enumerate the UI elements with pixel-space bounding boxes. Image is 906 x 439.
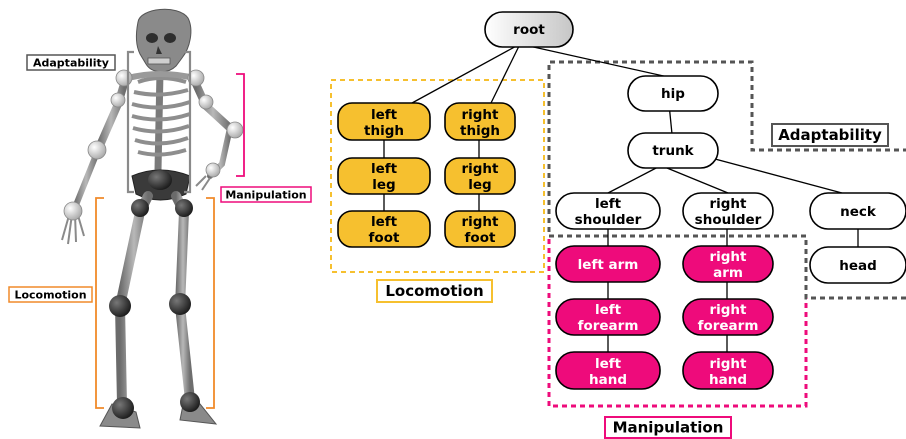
manipulation-tag-label: Manipulation	[225, 189, 306, 202]
node-right-arm-label-1: right	[709, 249, 747, 265]
node-right-arm: right arm	[682, 245, 774, 283]
manipulation-bracket	[236, 73, 245, 177]
node-right-forearm: right forearm	[682, 298, 774, 336]
locomotion-region	[330, 79, 545, 273]
node-left-arm-label: left arm	[578, 257, 639, 273]
node-root: root	[484, 11, 574, 48]
node-right-foot-label-2: foot	[465, 230, 496, 246]
node-left-foot-label-1: left	[371, 214, 398, 230]
node-right-shoulder-label-1: right	[709, 196, 747, 212]
node-left-shoulder-label-1: left	[595, 196, 622, 212]
node-left-leg-label-2: leg	[372, 177, 395, 193]
node-left-leg-label-1: left	[371, 161, 398, 177]
node-left-arm: left arm	[555, 245, 661, 283]
node-right-foot-label-1: right	[461, 214, 499, 230]
ribcage	[131, 76, 191, 157]
node-neck: neck	[809, 192, 906, 230]
node-right-arm-label-2: arm	[713, 265, 743, 281]
node-left-forearm-label-2: forearm	[578, 318, 639, 334]
adaptability-region	[547, 60, 906, 300]
node-head-label: head	[839, 258, 877, 274]
manipulation-group-label: Manipulation	[604, 416, 732, 439]
locomotion-bracket	[95, 197, 215, 409]
node-left-thigh-label-2: thigh	[364, 123, 404, 139]
node-right-forearm-label-1: right	[709, 302, 747, 318]
node-hip-label: hip	[661, 86, 685, 102]
node-right-forearm-label-2: forearm	[698, 318, 759, 334]
manipulation-tag: Manipulation	[220, 186, 312, 203]
locomotion-group-label: Locomotion	[376, 279, 493, 303]
node-left-hand: left hand	[555, 351, 661, 390]
node-left-thigh-label-1: left	[371, 107, 398, 123]
adaptability-bracket	[126, 50, 192, 194]
skull	[135, 8, 192, 73]
tree-edges	[383, 43, 859, 352]
node-left-forearm-label-1: left	[595, 302, 622, 318]
node-left-shoulder-label-2: shoulder	[575, 212, 642, 228]
node-right-thigh-label-2: thigh	[460, 123, 500, 139]
node-left-shoulder: left shoulder	[555, 192, 661, 230]
node-left-thigh: left thigh	[337, 102, 431, 141]
node-neck-label: neck	[840, 204, 877, 220]
node-right-shoulder: right shoulder	[682, 192, 774, 230]
node-right-hand-label-2: hand	[709, 372, 747, 388]
node-left-foot: left foot	[337, 210, 431, 248]
adaptability-tag-label: Adaptability	[33, 57, 109, 70]
adaptability-group-label-text: Adaptability	[778, 126, 882, 144]
node-right-hand: right hand	[682, 351, 774, 390]
node-right-hand-label-1: right	[709, 356, 747, 372]
locomotion-tag-label: Locomotion	[14, 289, 86, 302]
skeleton-illustration: Adaptability Manipulation Locomotion	[8, 8, 312, 429]
node-left-leg: left leg	[337, 157, 431, 195]
node-root-label: root	[513, 22, 545, 38]
node-right-foot: right foot	[444, 210, 516, 248]
node-left-hand-label-2: hand	[589, 372, 627, 388]
node-head: head	[809, 246, 906, 284]
adaptability-group-label: Adaptability	[771, 123, 889, 147]
node-right-thigh-label-1: right	[461, 107, 499, 123]
manipulation-group-label-text: Manipulation	[613, 419, 724, 437]
node-left-foot-label-2: foot	[369, 230, 400, 246]
node-left-forearm: left forearm	[555, 298, 661, 336]
node-right-leg-label-2: leg	[468, 177, 491, 193]
node-hip: hip	[627, 75, 719, 112]
node-right-thigh: right thigh	[444, 102, 516, 141]
node-left-hand-label-1: left	[595, 356, 622, 372]
node-right-leg-label-1: right	[461, 161, 499, 177]
adaptability-tag: Adaptability	[26, 54, 116, 71]
node-right-shoulder-label-2: shoulder	[695, 212, 762, 228]
locomotion-group-label-text: Locomotion	[385, 282, 483, 300]
node-trunk-label: trunk	[652, 143, 694, 159]
node-right-leg: right leg	[444, 157, 516, 195]
node-trunk: trunk	[627, 132, 719, 169]
locomotion-tag: Locomotion	[8, 286, 93, 303]
